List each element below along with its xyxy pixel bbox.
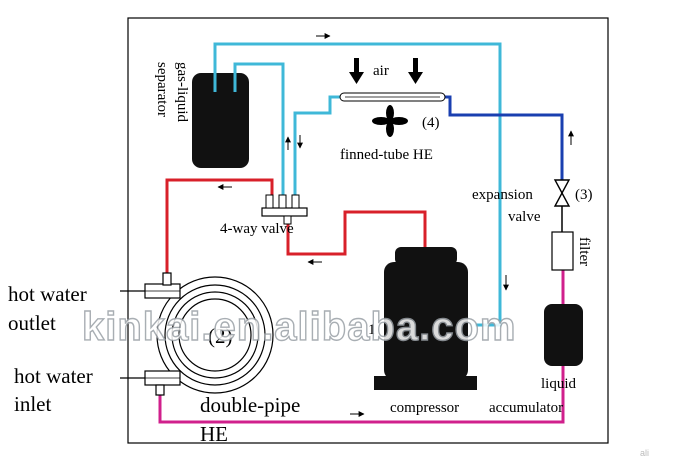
component-number-2: (2) bbox=[208, 324, 233, 348]
compressor bbox=[374, 247, 477, 390]
liquid-label: liquid bbox=[541, 376, 577, 392]
fan-icon bbox=[372, 105, 408, 137]
expansion-valve bbox=[553, 179, 571, 207]
filter bbox=[551, 231, 574, 271]
gas-liquid-label: gas-liquid bbox=[174, 62, 190, 122]
liquid-accumulator bbox=[544, 304, 583, 366]
diagram-frame bbox=[127, 17, 609, 444]
hot-water-outlet-label: hot water bbox=[8, 282, 87, 306]
component-number-3: (3) bbox=[575, 187, 593, 203]
filter-label: filter bbox=[576, 237, 592, 266]
expansion-label: expansion bbox=[472, 187, 533, 203]
separator-label: separator bbox=[154, 62, 170, 117]
component-number-4: (4) bbox=[422, 115, 440, 131]
accumulator-label: accumulator bbox=[489, 400, 563, 416]
air-arrows bbox=[349, 58, 423, 84]
red-discharge-lines bbox=[165, 178, 427, 282]
double-pipe-heat-exchanger bbox=[144, 272, 274, 396]
he-label: HE bbox=[200, 422, 228, 446]
gas-liquid-separator bbox=[192, 73, 249, 168]
four-way-valve bbox=[261, 194, 308, 225]
double-pipe-label: double-pipe bbox=[200, 393, 300, 417]
watermark-text: kinkai.en.alibaba.com bbox=[82, 305, 517, 349]
blue-liquid-line bbox=[445, 95, 564, 180]
compressor-label: compressor bbox=[390, 400, 459, 416]
flow-arrows bbox=[217, 33, 574, 417]
corner-mark: ali bbox=[640, 448, 649, 458]
finned-tube-he-label: finned-tube HE bbox=[340, 147, 433, 163]
hot-water-outlet-label-2: outlet bbox=[8, 311, 56, 335]
four-way-valve-label: 4-way valve bbox=[220, 221, 294, 237]
magenta-liquid-line bbox=[158, 270, 565, 424]
finned-tube-heat-exchanger bbox=[339, 92, 446, 102]
air-label: air bbox=[373, 63, 389, 79]
hot-water-inlet-label-2: inlet bbox=[14, 392, 51, 416]
hot-water-inlet-label: hot water bbox=[14, 364, 93, 388]
component-number-1: 1 bbox=[368, 322, 376, 338]
valve-label: valve bbox=[508, 209, 541, 225]
